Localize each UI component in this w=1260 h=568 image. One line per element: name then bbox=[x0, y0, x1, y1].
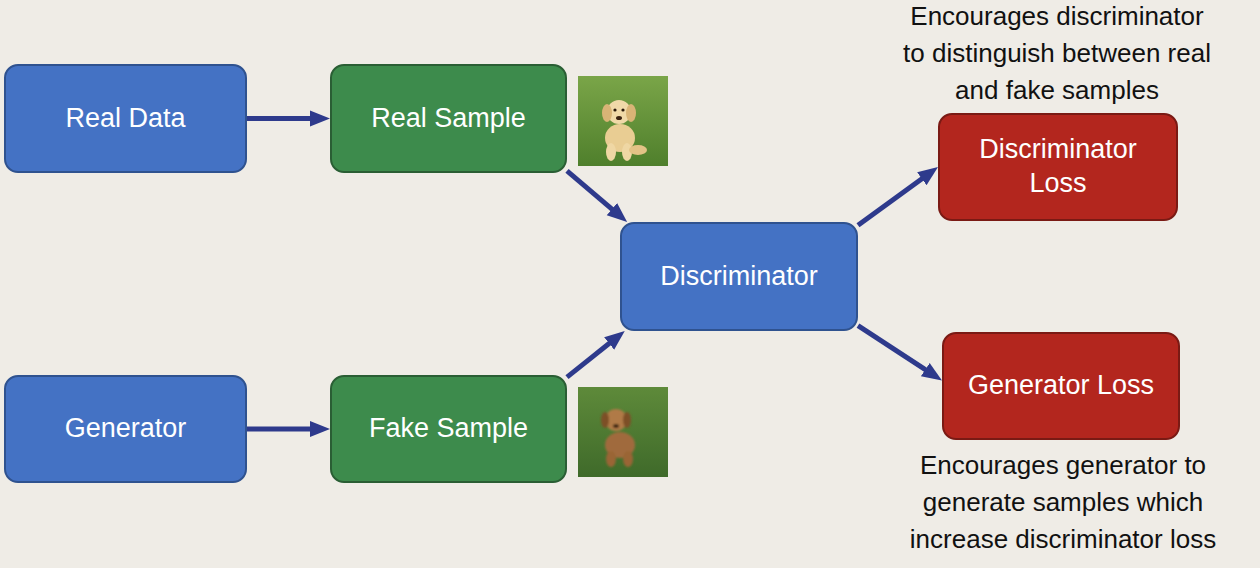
flow-arrow bbox=[247, 427, 322, 432]
process-box: Real Sample bbox=[330, 64, 567, 173]
annotation-note: Encourages discriminator to distinguish … bbox=[896, 0, 1218, 109]
flow-arrow bbox=[247, 116, 322, 121]
process-box: Discriminator bbox=[620, 222, 858, 331]
box-label: Discriminator Loss bbox=[952, 133, 1164, 201]
fake-dog-photo bbox=[578, 387, 668, 477]
process-box: Generator bbox=[4, 375, 247, 483]
flow-arrow bbox=[567, 336, 619, 377]
annotation-note: Encourages generator to generate samples… bbox=[902, 447, 1224, 558]
real-puppy-photo bbox=[578, 76, 668, 166]
box-label: Fake Sample bbox=[369, 412, 528, 446]
process-box: Discriminator Loss bbox=[938, 113, 1178, 221]
box-label: Real Data bbox=[65, 102, 185, 136]
flow-arrow bbox=[567, 171, 621, 217]
flow-arrow bbox=[858, 172, 932, 226]
process-box: Real Data bbox=[4, 64, 247, 173]
box-label: Generator bbox=[65, 412, 187, 446]
box-label: Real Sample bbox=[371, 102, 526, 136]
process-box: Fake Sample bbox=[330, 375, 567, 483]
process-box: Generator Loss bbox=[942, 332, 1180, 440]
box-label: Discriminator bbox=[660, 260, 818, 294]
box-label: Generator Loss bbox=[968, 369, 1154, 403]
flow-arrow bbox=[858, 326, 935, 377]
